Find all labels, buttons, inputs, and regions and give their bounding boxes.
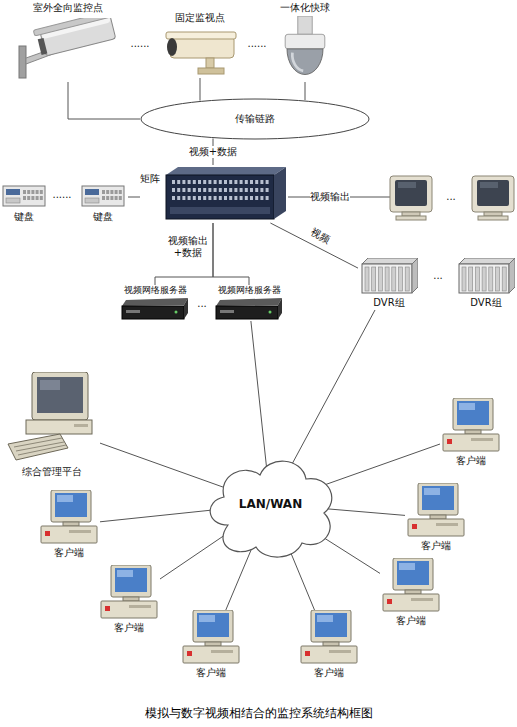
annotation: ...... <box>130 38 149 50</box>
client-node: 客户端 <box>440 398 502 468</box>
client-pc-icon <box>181 610 241 665</box>
transmission-link: 传输链路 <box>140 98 370 140</box>
platform-node: 综合管理平台 <box>4 372 100 480</box>
keyboard-controller-icon <box>2 185 46 207</box>
node-label: DVR组 <box>358 297 420 309</box>
client-pc-icon <box>299 610 359 665</box>
connector-line <box>270 223 358 268</box>
client-pc-icon <box>39 490 99 545</box>
node-label: 键盘 <box>78 211 128 223</box>
node-label: 客户端 <box>180 667 242 679</box>
connector-line <box>251 321 267 472</box>
node-label: 综合管理平台 <box>4 466 100 478</box>
client-pc-icon <box>381 558 441 613</box>
network-node: LAN/WAN <box>198 445 343 563</box>
node-label: 客户端 <box>298 667 360 679</box>
dvr-node: DVR组 <box>456 258 516 310</box>
server-node: 视频网络服务器 <box>118 285 192 321</box>
node-label: DVR组 <box>456 297 516 309</box>
client-node: 客户端 <box>298 610 360 680</box>
keyboard-controller-icon <box>81 185 125 207</box>
crt-monitor <box>472 176 514 220</box>
dvr-node: DVR组 <box>358 258 420 310</box>
node-label: LAN/WAN <box>198 497 343 511</box>
annotation: 视频输出 <box>310 191 350 203</box>
client-pc-icon <box>406 483 466 538</box>
video-server-icon <box>214 298 284 320</box>
node-label: 室外全向监控点 <box>14 2 122 14</box>
node-label: 一体化快球 <box>272 2 338 14</box>
client-pc-icon <box>99 565 159 620</box>
node-label: 客户端 <box>380 615 442 627</box>
client-node: 客户端 <box>380 558 442 628</box>
annotation: ... <box>433 270 443 282</box>
server-node: 视频网络服务器 <box>212 285 286 321</box>
management-workstation-icon <box>4 372 100 464</box>
fixed-camera-icon <box>160 28 240 78</box>
node-label: 键盘 <box>2 211 46 223</box>
outdoor-camera-icon <box>18 18 118 80</box>
connector-line <box>68 82 140 119</box>
caption: 模拟与数字视频相结合的监控系统结构框图 <box>0 706 517 720</box>
node-label: 客户端 <box>98 622 160 634</box>
matrix-node: 矩阵 <box>140 165 288 223</box>
node-label: 视频网络服务器 <box>118 285 192 296</box>
connector-line <box>100 443 234 491</box>
keyboard-node: 键盘 <box>78 183 128 225</box>
client-node: 客户端 <box>98 565 160 635</box>
crt-monitor <box>390 176 432 220</box>
camera-node: 固定监视点 <box>158 12 242 78</box>
client-pc-icon <box>441 398 501 453</box>
node-label: 客户端 <box>38 547 100 559</box>
annotation: ...... <box>247 38 266 50</box>
node-label: 传输链路 <box>140 113 370 125</box>
connector-line <box>155 223 213 285</box>
edge-label: 视频 <box>308 226 331 246</box>
annotation: ... <box>197 298 207 310</box>
connector-line <box>305 82 306 100</box>
node-label: 客户端 <box>440 455 502 467</box>
dvr-icon <box>457 258 515 294</box>
camera-node: 室外全向监控点 <box>14 2 122 82</box>
speed-dome-icon <box>278 16 332 80</box>
connector-line <box>213 223 249 285</box>
client-node: 客户端 <box>180 610 242 680</box>
node-label: 固定监视点 <box>158 12 242 24</box>
edge-label: 视频输出 +数据 <box>166 235 210 259</box>
dvr-icon <box>360 258 418 294</box>
node-label: 矩阵 <box>140 173 160 185</box>
camera-node: 一体化快球 <box>272 2 338 82</box>
keyboard-node: 键盘 <box>2 183 46 225</box>
node-label: 客户端 <box>405 540 467 552</box>
annotation: ... <box>446 191 456 203</box>
client-node: 客户端 <box>405 483 467 553</box>
connector-line <box>128 197 140 198</box>
client-node: 客户端 <box>38 490 100 560</box>
connector-line <box>200 78 201 101</box>
matrix-switcher-icon <box>162 165 288 223</box>
node-label: 视频网络服务器 <box>212 285 286 296</box>
video-server-icon <box>120 298 190 320</box>
annotation: ...... <box>52 189 71 201</box>
edge-label: 视频+数据 <box>189 146 237 158</box>
connector-line <box>287 310 376 474</box>
